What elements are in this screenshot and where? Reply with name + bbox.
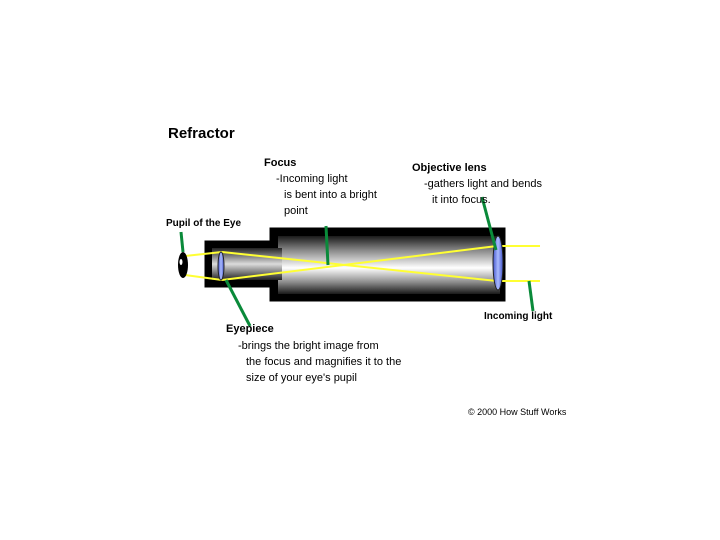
refracted-ray-1 [221, 245, 498, 281]
copyright-notice: © 2000 How Stuff Works [468, 407, 567, 417]
eyepiece-description: -brings the bright image from the focus … [238, 338, 401, 386]
eyepiece-lens [217, 251, 225, 281]
focus-line-2: is bent into a bright [284, 189, 377, 201]
objective-lens-heading: Objective lens [412, 162, 487, 174]
focus-line-1: -Incoming light [276, 173, 348, 185]
main-tube-interior [278, 236, 500, 294]
light-rays [184, 245, 540, 282]
eyepiece-leader-line [224, 279, 252, 327]
pupil-of-eye [178, 252, 188, 278]
focus-leader-line [324, 225, 330, 266]
objective-lens-leader-line [480, 196, 498, 251]
eye-ray-top [184, 251, 223, 257]
pupil-highlight [179, 259, 183, 265]
objective-lens-line-1: -gathers light and bends [424, 178, 543, 190]
refracted-ray-2 [221, 251, 498, 282]
incoming-light-leader-line [527, 280, 535, 312]
focus-description: -Incoming light is bent into a bright po… [276, 171, 377, 219]
objective-lens-description: -gathers light and bends it into focus. [424, 176, 542, 208]
eyepiece-heading: Eyepiece [226, 323, 274, 335]
eyepiece-line-2: the focus and magnifies it to the [246, 356, 402, 368]
diagram-title: Refractor [168, 125, 235, 142]
leader-lines [179, 196, 535, 327]
focus-line-3: point [284, 205, 308, 217]
objective-lens-line-2: it into focus. [432, 194, 491, 206]
eyepiece-line-3: size of your eye's pupil [246, 372, 357, 384]
focus-heading: Focus [264, 157, 297, 169]
eye-ray-bottom [184, 274, 223, 281]
pupil-leader-line [179, 231, 185, 253]
incoming-light-label: Incoming light [484, 311, 553, 322]
pupil-label: Pupil of the Eye [166, 218, 242, 229]
eyepiece-line-1: -brings the bright image from [238, 340, 379, 352]
